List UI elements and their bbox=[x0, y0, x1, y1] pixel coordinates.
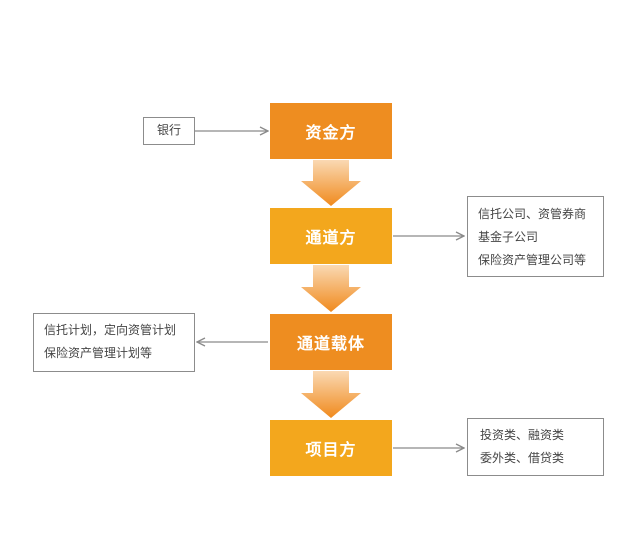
project-box: 项目方 bbox=[270, 420, 392, 476]
vehicle-note-line-2: 保险资产管理计划等 bbox=[44, 346, 153, 360]
bank-note-line-1: 银行 bbox=[156, 123, 181, 137]
project-note-box: 投资类、融资类 委外类、借贷类 bbox=[467, 418, 604, 476]
channel-note-line-3: 保险资产管理公司等 bbox=[478, 253, 587, 267]
vehicle-note-box: 信托计划，定向资管计划 保险资产管理计划等 bbox=[33, 313, 195, 372]
down-arrow-3 bbox=[301, 371, 361, 418]
channel-label: 通道方 bbox=[305, 228, 357, 247]
vehicle-box: 通道载体 bbox=[270, 314, 392, 370]
funder-label: 资金方 bbox=[305, 123, 357, 142]
vehicle-note-line-1: 信托计划，定向资管计划 bbox=[44, 323, 177, 337]
project-note-line-2: 委外类、借贷类 bbox=[480, 451, 565, 465]
channel-box: 通道方 bbox=[270, 208, 392, 264]
project-label: 项目方 bbox=[305, 440, 357, 459]
vehicle-label: 通道载体 bbox=[296, 334, 365, 353]
down-arrow-2 bbox=[301, 265, 361, 312]
channel-note-line-2: 基金子公司 bbox=[478, 230, 539, 244]
bank-note-box: 银行 bbox=[143, 117, 195, 145]
funder-box: 资金方 bbox=[270, 103, 392, 159]
down-arrow-1 bbox=[301, 160, 361, 206]
channel-note-box: 信托公司、资管券商 基金子公司 保险资产管理公司等 bbox=[467, 196, 604, 277]
channel-note-line-1: 信托公司、资管券商 bbox=[478, 207, 587, 221]
project-note-line-1: 投资类、融资类 bbox=[480, 428, 565, 442]
